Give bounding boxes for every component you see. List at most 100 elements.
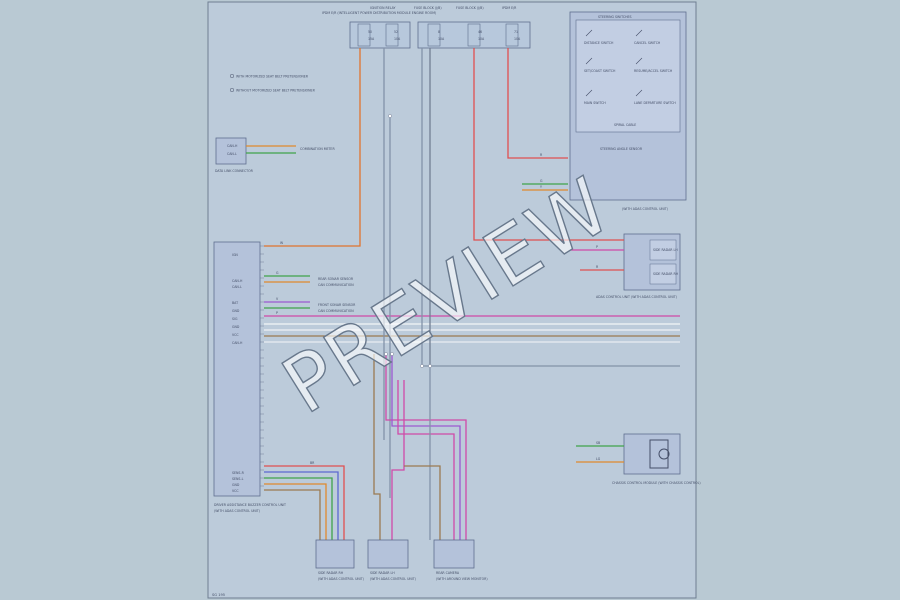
fuse-1: 50 15A xyxy=(357,23,375,47)
wire-group xyxy=(264,48,680,540)
cu-pin-1: IGN xyxy=(232,253,238,257)
adas-caption: ADAS CONTROL UNIT (WITH ADAS CONTROL UNI… xyxy=(596,295,677,299)
svg-text:R: R xyxy=(540,153,543,157)
switch-4: RESUME/ACCEL SWITCH xyxy=(634,69,673,73)
notes: WITH MOTORIZED SEAT BELT PRETENSIONER WI… xyxy=(229,73,316,93)
harness-label-2: CAN COMMUNICATION xyxy=(318,283,354,287)
svg-text:G: G xyxy=(276,271,279,275)
svg-text:15A: 15A xyxy=(368,37,375,41)
wire-pink-bottom-2 xyxy=(397,380,455,540)
switch-1: DISTANCE SWITCH xyxy=(584,41,614,45)
svg-text:P: P xyxy=(596,245,598,249)
steering-switch-panel: STEERING SWITCHES DISTANCE SWITCH CANCEL… xyxy=(569,11,687,211)
sensor-1-note: (WITH ADAS CONTROL UNIT) xyxy=(318,577,364,581)
svg-text:Y: Y xyxy=(540,185,542,189)
cu-pin-4: BAT xyxy=(232,301,238,305)
harness-label-1: REAR SONAR SENSOR xyxy=(318,277,354,281)
cu-pin-9: CAN-H xyxy=(232,341,243,345)
fuse-block-1 xyxy=(349,21,411,49)
cu-name: DRIVER ASSISTANCE BUZZER CONTROL UNIT xyxy=(214,503,286,507)
fuse-caption-5: IPDM E/R xyxy=(502,6,517,10)
chassis-caption: CHASSIS CONTROL MODULE (WITH CHASSIS CON… xyxy=(612,481,701,485)
splice-dots xyxy=(384,114,432,368)
switch-6: LANE DEPARTURE SWITCH xyxy=(634,101,676,105)
cu-bottom-pin-3: GND xyxy=(232,483,240,487)
right-module-chassis: CHASSIS CONTROL MODULE (WITH CHASSIS CON… xyxy=(612,433,701,485)
svg-text:SIDE RADAR RH: SIDE RADAR RH xyxy=(653,272,679,276)
svg-text:71: 71 xyxy=(514,30,518,34)
wire-brown-bottom-3 xyxy=(404,465,441,540)
control-unit: IGN CAN-H CAN-L BAT GND SIG GND VCC CAN-… xyxy=(213,241,286,513)
wire-brown-bottom xyxy=(264,489,321,540)
data-link-connector: CAN-H CAN-L DATA LINK CONNECTOR COMBINAT… xyxy=(215,137,335,173)
wire-red-top xyxy=(507,48,568,159)
wire-violet-bottom xyxy=(391,354,461,540)
cu-pin-3: CAN-L xyxy=(232,285,242,289)
sensor-2-name: SIDE RADAR LH xyxy=(370,571,395,575)
sheet-id: SG 195 xyxy=(212,593,225,597)
svg-text:8: 8 xyxy=(438,30,440,34)
sensor-3-name: REAR CAMERA xyxy=(436,571,460,575)
fuse-block-group: 50 15A 52 10A 8 10A 46 10A 71 10A xyxy=(322,6,531,49)
switch-unit: STEERING ANGLE SENSOR xyxy=(600,147,643,151)
fuse-caption-4: FUSE BLOCK (J/B) xyxy=(456,6,484,10)
svg-text:46: 46 xyxy=(478,30,482,34)
svg-text:P: P xyxy=(276,311,278,315)
wire-red-bottom xyxy=(264,465,345,540)
wire-brown-bottom-2 xyxy=(373,354,381,540)
switch-unit-sub: (WITH ADAS CONTROL UNIT) xyxy=(622,207,668,211)
cu-pin-2: CAN-H xyxy=(232,279,243,283)
svg-text:10A: 10A xyxy=(514,37,521,41)
sensor-2-note: (WITH ADAS CONTROL UNIT) xyxy=(370,577,416,581)
harness-label-3: FRONT SONAR SENSOR xyxy=(318,303,356,307)
wire-orange-ign xyxy=(264,48,361,247)
fuse-block-2 xyxy=(417,21,531,49)
svg-text:50: 50 xyxy=(368,30,372,34)
note-1: WITH MOTORIZED SEAT BELT PRETENSIONER xyxy=(236,75,309,79)
svg-text:G: G xyxy=(540,179,543,183)
switch-footer: SPIRAL CABLE xyxy=(614,123,636,127)
sensor-1-name: SIDE RADAR RH xyxy=(318,571,344,575)
wire-green-bottom xyxy=(264,477,333,540)
svg-text:W: W xyxy=(280,241,284,245)
sensor-1: SIDE RADAR RH (WITH ADAS CONTROL UNIT) xyxy=(315,539,364,581)
svg-text:SIDE RADAR LH: SIDE RADAR LH xyxy=(653,248,678,252)
wire-red-adas xyxy=(473,48,624,241)
svg-text:CAN-L: CAN-L xyxy=(227,152,237,156)
svg-text:10A: 10A xyxy=(478,37,485,41)
cu-pin-8: VCC xyxy=(232,333,239,337)
sensor-3: REAR CAMERA (WITH AROUND VIEW MONITOR) xyxy=(433,539,488,581)
note-2: WITHOUT MOTORIZED SEAT BELT PRETENSIONER xyxy=(236,89,316,93)
svg-text:SB: SB xyxy=(596,441,600,445)
svg-text:BR: BR xyxy=(310,461,315,465)
wire-orange-bottom xyxy=(264,483,327,540)
sensor-3-note: (WITH AROUND VIEW MONITOR) xyxy=(436,577,488,581)
cu-bottom-pin-2: SENS-L xyxy=(232,477,244,481)
harness-label-4: CAN COMMUNICATION xyxy=(318,309,354,313)
right-module-adas: SIDE RADAR LH SIDE RADAR RH ADAS CONTROL… xyxy=(596,233,681,299)
fuse-caption-2: IGNITION RELAY xyxy=(370,6,396,10)
switch-3: SET/COAST SWITCH xyxy=(584,69,616,73)
svg-text:10A: 10A xyxy=(438,37,445,41)
wire-pink-bottom-3 xyxy=(391,380,405,540)
fuse-caption-3: FUSE BLOCK (J/B) xyxy=(414,6,442,10)
svg-text:V: V xyxy=(276,297,279,301)
svg-text:LG: LG xyxy=(596,457,601,461)
fuse-caption-1: IPDM E/R (INTELLIGENT POWER DISTRIBUTION… xyxy=(322,11,436,15)
fuse-5: 71 10A xyxy=(505,23,521,47)
sensor-2: SIDE RADAR LH (WITH ADAS CONTROL UNIT) xyxy=(367,539,416,581)
wire-pink-bottom-1 xyxy=(385,354,467,540)
svg-text:52: 52 xyxy=(394,30,398,34)
svg-text:10A: 10A xyxy=(394,37,401,41)
switch-5: MAIN SWITCH xyxy=(584,101,606,105)
cu-pin-5: GND xyxy=(232,309,240,313)
data-link-name: DATA LINK CONNECTOR xyxy=(215,169,254,173)
svg-text:CAN-H: CAN-H xyxy=(227,144,238,148)
cu-sub: (WITH ADAS CONTROL UNIT) xyxy=(214,509,260,513)
cu-bottom-pin-4: VCC xyxy=(232,489,239,493)
cu-bottom-pin-1: SENS-R xyxy=(232,471,245,475)
wire-blue-bottom xyxy=(264,471,339,540)
switch-2: CANCEL SWITCH xyxy=(634,41,661,45)
